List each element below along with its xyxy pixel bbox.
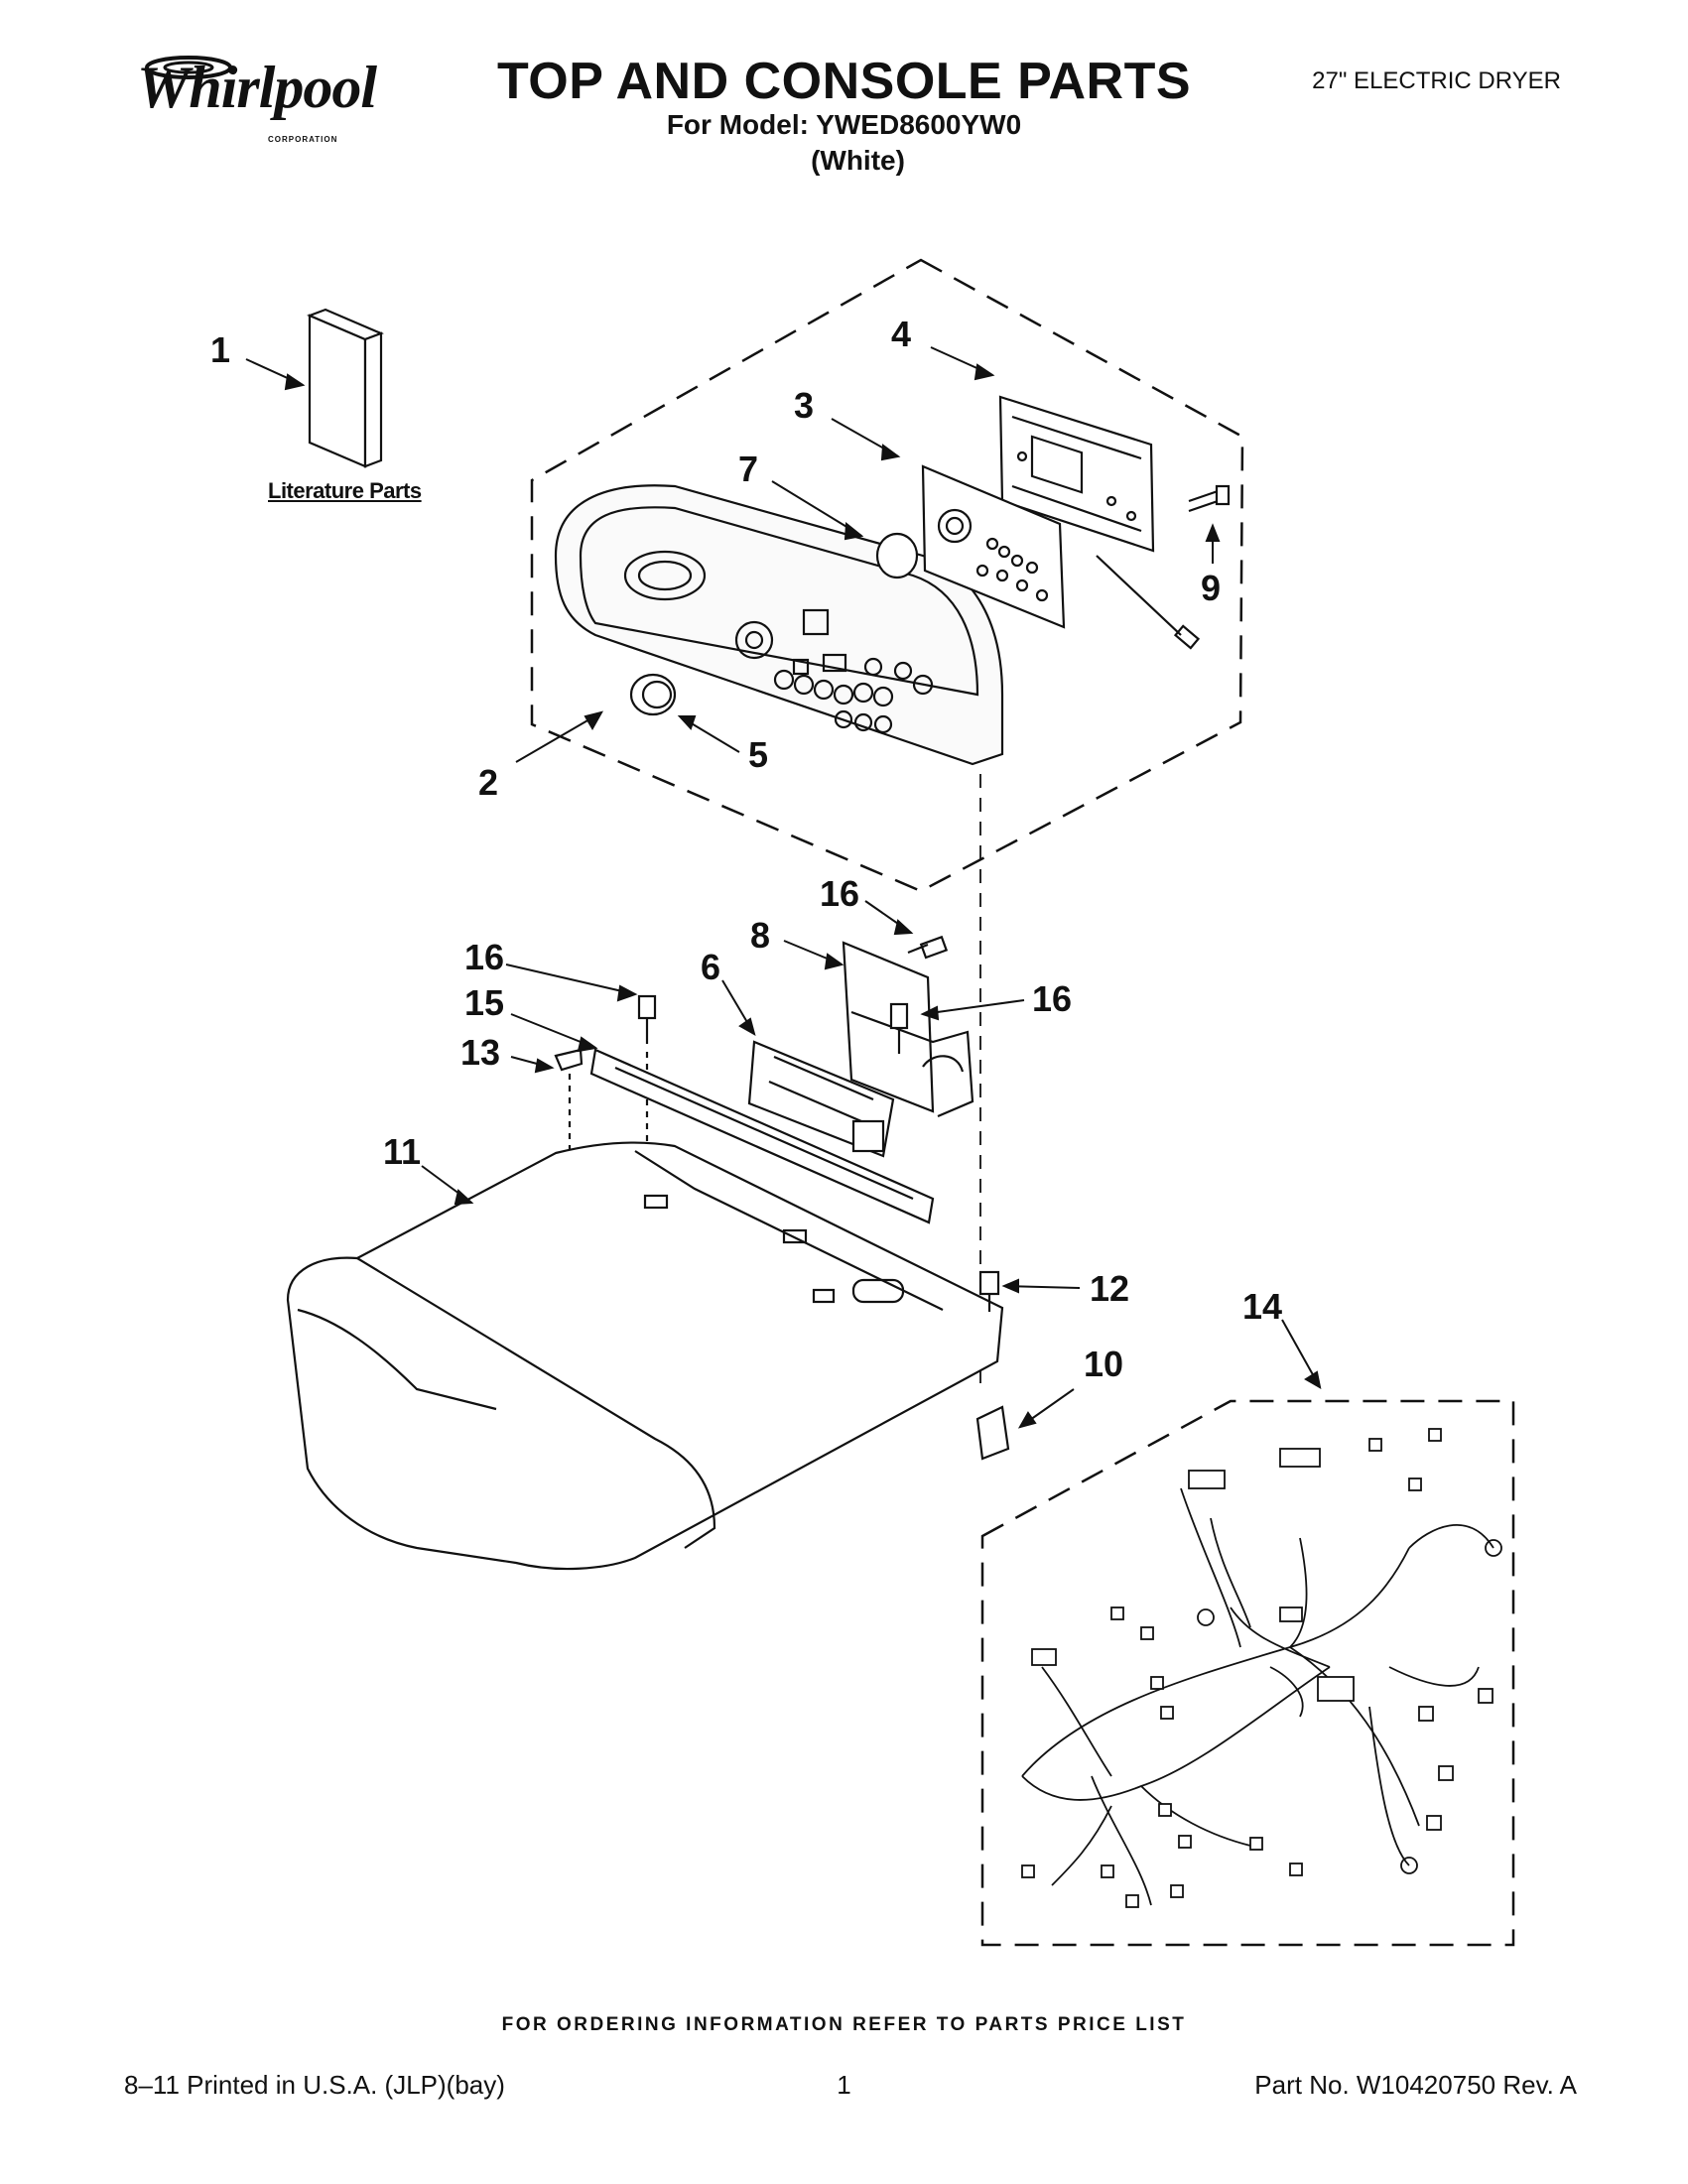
- color-line: (White): [811, 145, 905, 176]
- callout-16-right: 16: [1032, 978, 1073, 1019]
- product-type: 27" ELECTRIC DRYER: [1312, 67, 1561, 94]
- leader-arrows: [245, 346, 1322, 1429]
- harness-dashed-outline: [980, 1399, 1515, 1947]
- bracket: [842, 941, 974, 1118]
- page-number: 1: [837, 2070, 851, 2100]
- callout-3: 3: [794, 385, 815, 426]
- screw-16-right: [889, 1002, 909, 1054]
- control-board-front: [921, 464, 1066, 629]
- part-number: Part No. W10420750 Rev. A: [1254, 2070, 1577, 2100]
- page-title: TOP AND CONSOLE PARTS: [496, 53, 1192, 110]
- overlay-disc: [875, 532, 919, 579]
- ribbon-wire: [1096, 555, 1182, 636]
- callout-10: 10: [1084, 1344, 1124, 1384]
- callout-13: 13: [460, 1032, 501, 1073]
- callout-12: 12: [1090, 1268, 1130, 1309]
- clip: [554, 1048, 584, 1072]
- control-board-rear: [998, 395, 1155, 553]
- console-hinge-strip: [589, 1048, 935, 1224]
- callout-16-top: 16: [820, 873, 860, 914]
- callout-9: 9: [1201, 568, 1222, 608]
- callout-16-left: 16: [464, 937, 505, 977]
- screw-12: [978, 1270, 1000, 1312]
- callout-15: 15: [464, 982, 505, 1023]
- console-dashed-outline: [530, 258, 1244, 893]
- callout-7: 7: [738, 449, 759, 489]
- literature-book-icon: [307, 308, 384, 468]
- callout-5: 5: [748, 734, 769, 775]
- electronic-control: [747, 1040, 895, 1158]
- logo-swirl-icon: [145, 56, 232, 79]
- hinge-block: [975, 1405, 1010, 1461]
- whirlpool-logo: Whirlpool: [137, 55, 377, 120]
- brand-sub: CORPORATION: [268, 135, 338, 144]
- callout-4: 4: [891, 314, 912, 354]
- literature-parts-label: Literature Parts: [268, 478, 422, 503]
- screw-16-left: [637, 994, 657, 1161]
- callout-14: 14: [1242, 1286, 1283, 1327]
- callout-1: 1: [210, 329, 231, 370]
- screw-16-top: [907, 935, 949, 960]
- brand-name: Whirlpool: [137, 55, 377, 120]
- ordering-note: FOR ORDERING INFORMATION REFER TO PARTS …: [501, 2014, 1187, 2035]
- callout-8: 8: [750, 915, 771, 956]
- screw-9: [1188, 484, 1231, 513]
- knob: [629, 673, 677, 716]
- print-info: 8–11 Printed in U.S.A. (JLP)(bay): [124, 2070, 505, 2100]
- model-line: For Model: YWED8600YW0: [666, 109, 1022, 140]
- callout-2: 2: [478, 762, 499, 803]
- callout-11: 11: [383, 1131, 422, 1172]
- dryer-top: [286, 1141, 1004, 1571]
- callout-6: 6: [701, 947, 721, 987]
- wire-harness: [1021, 1428, 1502, 1908]
